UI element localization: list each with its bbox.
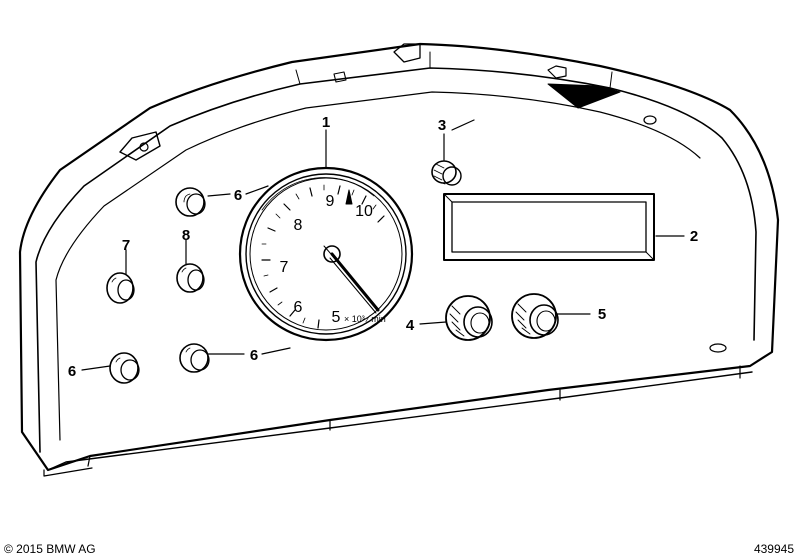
indicator-lamp-7 <box>106 272 135 304</box>
display-window <box>443 193 655 261</box>
tachometer <box>238 166 414 342</box>
callout-1: 1 <box>322 114 330 131</box>
housing-shaded-band <box>547 83 621 109</box>
callout-7: 7 <box>122 237 130 254</box>
mounting-tab <box>119 131 161 161</box>
indicator-lamp-6-upper <box>175 187 206 217</box>
leader-lines <box>81 119 685 371</box>
callout-2: 2 <box>690 228 698 245</box>
callout-5: 5 <box>598 306 606 323</box>
indicator-lamp-6-lower-left <box>109 352 140 384</box>
callout-6-upper: 6 <box>234 187 242 204</box>
knob-5 <box>511 293 559 339</box>
callout-6-lower: 6 <box>250 347 258 364</box>
tach-label-5: 5 <box>332 309 341 326</box>
indicator-lamp-6-lower <box>179 343 210 373</box>
cluster-housing <box>18 42 780 477</box>
tach-label-10: 10 <box>355 203 373 220</box>
indicator-lamp-8 <box>176 263 205 293</box>
copyright-notice: © 2015 BMW AG <box>4 542 96 556</box>
callout-6-left: 6 <box>68 363 76 380</box>
knob-3 <box>431 160 462 186</box>
tach-label-8: 8 <box>294 217 303 234</box>
callout-labels: 1 2 3 4 5 6 6 6 7 8 <box>68 114 698 380</box>
tach-label-6: 6 <box>294 299 303 316</box>
image-reference-number: 439945 <box>753 542 794 556</box>
callout-4: 4 <box>406 317 415 334</box>
knob-4 <box>445 295 493 341</box>
tach-label-7: 7 <box>280 259 289 276</box>
tachometer-scale-labels: 5 6 7 8 9 10 × 10³ ⁄ min <box>280 193 386 326</box>
callout-8: 8 <box>182 227 190 244</box>
callout-3: 3 <box>438 117 446 134</box>
mounting-clip-top <box>333 43 567 83</box>
tach-unit-label: × 10³ ⁄ min <box>344 314 386 324</box>
tach-label-9: 9 <box>326 193 335 210</box>
mounting-hole-right <box>643 115 727 353</box>
